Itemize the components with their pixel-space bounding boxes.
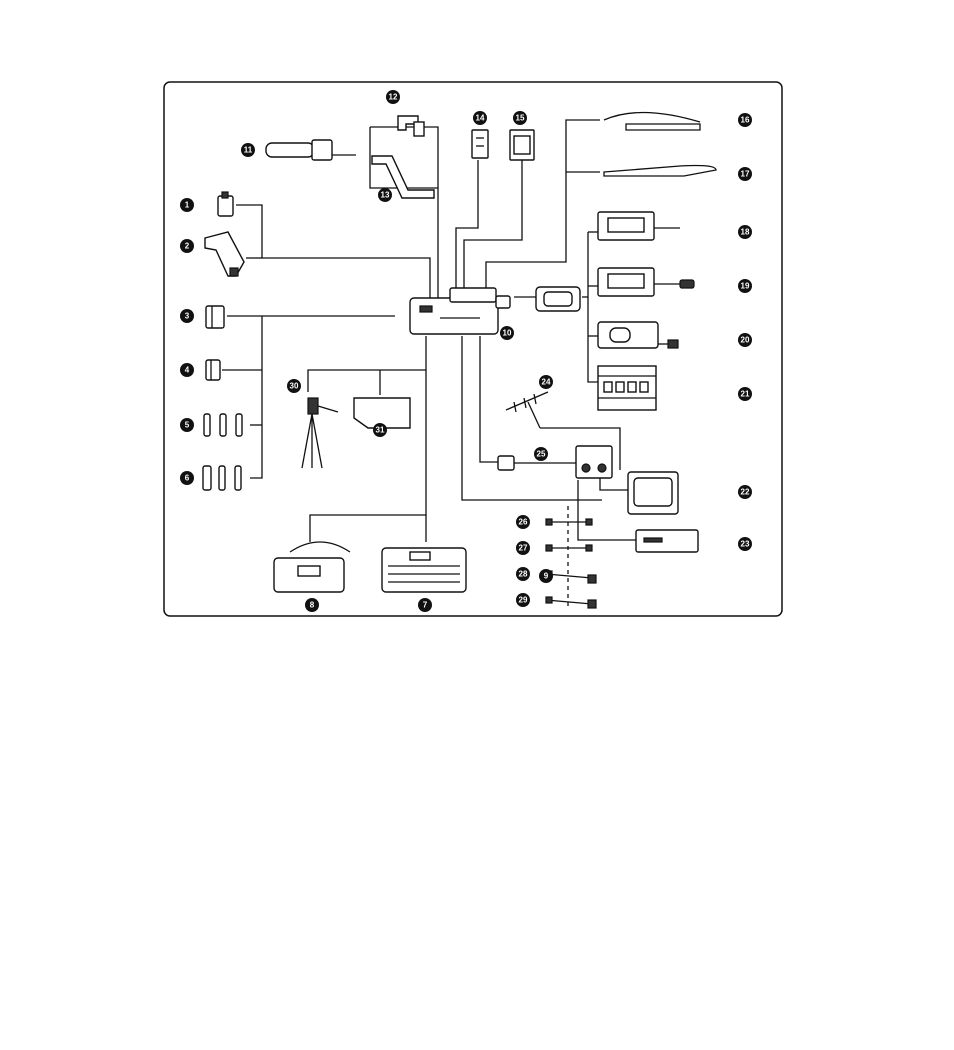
- badge-number: 27: [519, 544, 528, 553]
- vcr-icon: [636, 530, 698, 552]
- badge-b11: 11: [241, 143, 255, 157]
- badge-number: 7: [423, 601, 428, 610]
- badge-number: 3: [185, 312, 190, 321]
- badge-number: 4: [185, 366, 190, 375]
- badge-b6: 6: [180, 471, 194, 485]
- badge-number: 19: [741, 282, 750, 291]
- badge-b28: 28: [516, 567, 530, 581]
- hard-carrying-case-icon: [382, 548, 466, 592]
- car-battery-charger-icon: [598, 268, 694, 296]
- badge-b29: 29: [516, 593, 530, 607]
- badge-b19: 19: [738, 279, 752, 293]
- badge-b8: 8: [305, 598, 319, 612]
- cable-set-icon: [546, 519, 596, 608]
- badge-number: 15: [516, 114, 525, 123]
- badge-number: 22: [741, 488, 750, 497]
- soft-carrying-bag-icon: [274, 542, 350, 592]
- badge-number: 31: [376, 426, 385, 435]
- badge-b16: 16: [738, 113, 752, 127]
- badge-b12: 12: [386, 90, 400, 104]
- badge-b1: 1: [180, 198, 194, 212]
- badge-number: 25: [537, 450, 546, 459]
- badge-number: 24: [542, 378, 551, 387]
- wide-lens-icon: [206, 360, 220, 380]
- badge-b3: 3: [180, 309, 194, 323]
- badge-number: 26: [519, 518, 528, 527]
- badge-b27: 27: [516, 541, 530, 555]
- badge-b22: 22: [738, 485, 752, 499]
- badge-b18: 18: [738, 225, 752, 239]
- hand-grip-icon: [205, 232, 244, 276]
- badge-b5: 5: [180, 418, 194, 432]
- battery-pack-icon: [472, 130, 488, 158]
- badge-number: 2: [185, 242, 190, 251]
- badge-number: 16: [741, 116, 750, 125]
- badge-b14: 14: [473, 111, 487, 125]
- badge-b24: 24: [539, 375, 553, 389]
- badge-number: 10: [503, 329, 512, 338]
- badge-b4: 4: [180, 363, 194, 377]
- badge-number: 14: [476, 114, 485, 123]
- shotgun-microphone-icon: [266, 140, 356, 160]
- badge-b2: 2: [180, 239, 194, 253]
- badge-number: 30: [290, 382, 299, 391]
- badge-b13: 13: [378, 188, 392, 202]
- camcorder-icon: [410, 288, 510, 334]
- badge-b23: 23: [738, 537, 752, 551]
- battery-pack-large-icon: [510, 130, 534, 160]
- badge-b20: 20: [738, 333, 752, 347]
- badge-b26: 26: [516, 515, 530, 529]
- filter-set-b-icon: [203, 466, 241, 490]
- badge-number: 23: [741, 540, 750, 549]
- battery-rack-icon: [598, 366, 656, 410]
- badge-number: 5: [185, 421, 190, 430]
- badge-number: 21: [741, 390, 750, 399]
- badge-b30: 30: [287, 379, 301, 393]
- badge-b21: 21: [738, 387, 752, 401]
- badge-number: 11: [244, 146, 253, 155]
- badge-b31: 31: [373, 423, 387, 437]
- tv-antenna-icon: [506, 392, 548, 428]
- badge-b9: 9: [539, 569, 553, 583]
- viewfinder-icon: [218, 192, 233, 216]
- tripod-icon: [302, 398, 338, 468]
- ac-charger-icon: [598, 212, 680, 240]
- badge-number: 29: [519, 596, 528, 605]
- filter-set-icon: [204, 414, 242, 436]
- badge-number: 8: [310, 601, 315, 610]
- badge-number: 20: [741, 336, 750, 345]
- badge-number: 9: [544, 572, 549, 581]
- rf-adaptor-icon: [498, 446, 612, 478]
- badge-number: 17: [741, 170, 750, 179]
- lens-converter-icon: [206, 306, 224, 328]
- battery-module-icon: [536, 287, 580, 311]
- ac-adaptor-icon: [598, 322, 678, 348]
- badge-number: 28: [519, 570, 528, 579]
- badge-number: 6: [185, 474, 190, 483]
- badge-number: 1: [185, 201, 190, 210]
- television-icon: [628, 472, 678, 514]
- badge-b10: 10: [500, 326, 514, 340]
- badge-b17: 17: [738, 167, 752, 181]
- badge-b25: 25: [534, 447, 548, 461]
- hand-strap-icon: [604, 166, 716, 177]
- badge-number: 13: [381, 191, 390, 200]
- badge-number: 18: [741, 228, 750, 237]
- mic-bracket-icon: [372, 116, 434, 198]
- badge-b15: 15: [513, 111, 527, 125]
- badge-b7: 7: [418, 598, 432, 612]
- badge-number: 12: [389, 93, 398, 102]
- shoulder-strap-icon: [604, 112, 700, 130]
